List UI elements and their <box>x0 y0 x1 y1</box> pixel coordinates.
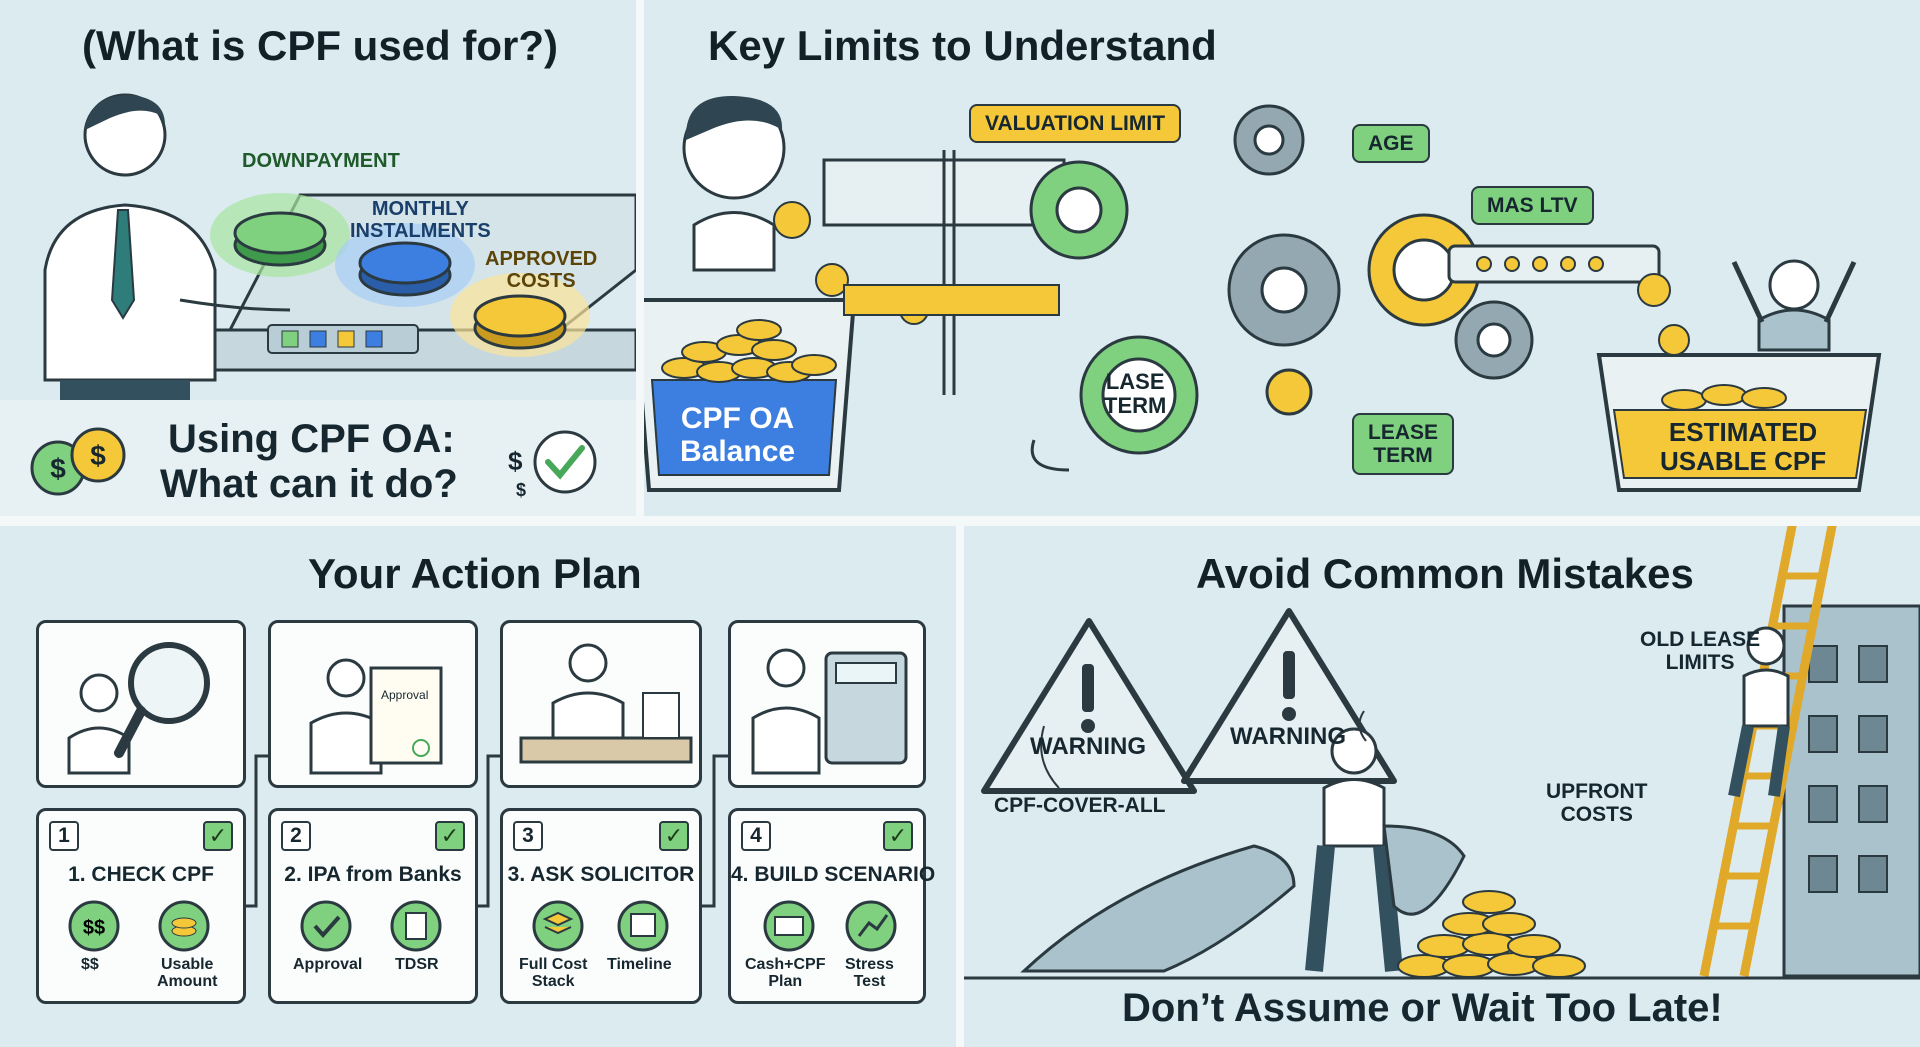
step-4-check-icon: ✓ <box>883 821 913 851</box>
step-connectors <box>246 754 728 908</box>
mistakes-illustration <box>964 526 1920 980</box>
age-label: AGE <box>1352 124 1430 164</box>
panel-cpf-uses: (What is CPF used for?) <box>0 0 636 516</box>
step-3-item-2: Timeline <box>607 956 672 973</box>
step-2-check-icon: ✓ <box>435 821 465 851</box>
monthly-button-graphic <box>358 241 452 297</box>
downpayment-button-graphic <box>233 211 327 267</box>
step-4-illustration-card <box>728 620 926 788</box>
step-1-item-2: Usable Amount <box>157 956 218 990</box>
step-2-card: 2 ✓ 2. IPA from Banks Approval TDSR <box>268 808 478 1004</box>
step-2-number: 2 <box>281 821 311 851</box>
svg-text:$: $ <box>50 453 66 484</box>
step-4-item-2: Stress Test <box>845 956 894 990</box>
panel-action-plan: Your Action Plan 1 ✓ 1. CHECK CPF $$ $$ … <box>0 526 956 1047</box>
step-2-item-2: TDSR <box>395 956 439 973</box>
panel-key-limits: Key Limits to Understand <box>644 0 1920 516</box>
panel-title: (What is CPF used for?) <box>82 22 558 69</box>
cpf-oa-balance-label: CPF OA Balance <box>680 402 796 468</box>
downpayment-label: DOWNPAYMENT <box>242 150 400 172</box>
step-3-item-1: Full Cost Stack <box>519 956 588 990</box>
subtitle-line2: What can it do? <box>160 462 458 506</box>
step-1-item-1: $$ <box>81 956 99 973</box>
step-1-card: 1 ✓ 1. CHECK CPF $$ $$ Usable Amount <box>36 808 246 1004</box>
approved-button-graphic <box>473 294 567 350</box>
step-4-number: 4 <box>741 821 771 851</box>
step-4-title: 4. BUILD SCENARIO <box>731 863 936 886</box>
step-3-title: 3. ASK SOLICITOR <box>507 863 695 886</box>
step-4-card: 4 ✓ 4. BUILD SCENARIO Cash+CPF Plan Stre… <box>728 808 936 1004</box>
warning-1-text: WARNING <box>1030 733 1146 760</box>
svg-text:$$: $$ <box>83 917 105 939</box>
valuation-limit-label: VALUATION LIMIT <box>969 104 1182 144</box>
svg-text:$: $ <box>508 446 523 476</box>
thinking-person <box>682 95 786 272</box>
step-2-illustration-card: Approval <box>268 620 478 788</box>
step-1-title: 1. CHECK CPF <box>68 863 214 886</box>
svg-text:$: $ <box>90 440 106 471</box>
step-1-illustration-card <box>36 620 246 788</box>
key-limits-illustration <box>644 95 1882 492</box>
old-lease-limits-label: OLD LEASE LIMITS <box>1640 628 1761 675</box>
step-1-check-icon: ✓ <box>203 821 233 851</box>
step-2-item-1: Approval <box>293 956 363 973</box>
subtitle-line1: Using CPF OA: <box>168 417 455 461</box>
estimated-usable-cpf-label: ESTIMATED USABLE CPF <box>1660 417 1827 476</box>
cheering-person <box>1731 259 1857 352</box>
approved-costs-label: APPROVED COSTS <box>485 248 598 292</box>
step-3-check-icon: ✓ <box>659 821 689 851</box>
panel-title: Key Limits to Understand <box>708 22 1217 69</box>
footer-warning-text: Don’t Assume or Wait Too Late! <box>1122 986 1723 1030</box>
cpf-cover-all-label: CPF-COVER-ALL <box>994 794 1166 817</box>
panel-title: Your Action Plan <box>308 550 642 597</box>
lase-term-label: LASE TERM <box>1104 369 1167 419</box>
step-3-illustration-card <box>500 620 702 788</box>
step-1-number: 1 <box>49 821 79 851</box>
approval-document-text: Approval <box>381 688 429 702</box>
cpf-uses-illustration: $ $ $ $ <box>0 93 636 516</box>
step-4-item-1: Cash+CPF Plan <box>745 956 826 990</box>
svg-text:$: $ <box>516 480 526 500</box>
warning-2-text: WARNING <box>1230 723 1346 750</box>
lease-term-label: LEASE TERM <box>1352 413 1455 476</box>
step-3-number: 3 <box>513 821 543 851</box>
step-3-card: 3 ✓ 3. ASK SOLICITOR Full Cost Stack Tim… <box>500 808 702 1004</box>
monthly-instalments-label: MONTHLY INSTALMENTS <box>350 198 491 242</box>
step-2-title: 2. IPA from Banks <box>284 863 462 886</box>
upfront-costs-label: UPFRONT COSTS <box>1546 780 1648 827</box>
mas-ltv-label: MAS LTV <box>1471 186 1594 226</box>
panel-avoid-mistakes: Avoid Common Mistakes <box>964 526 1920 1047</box>
panel-title: Avoid Common Mistakes <box>1196 550 1694 597</box>
